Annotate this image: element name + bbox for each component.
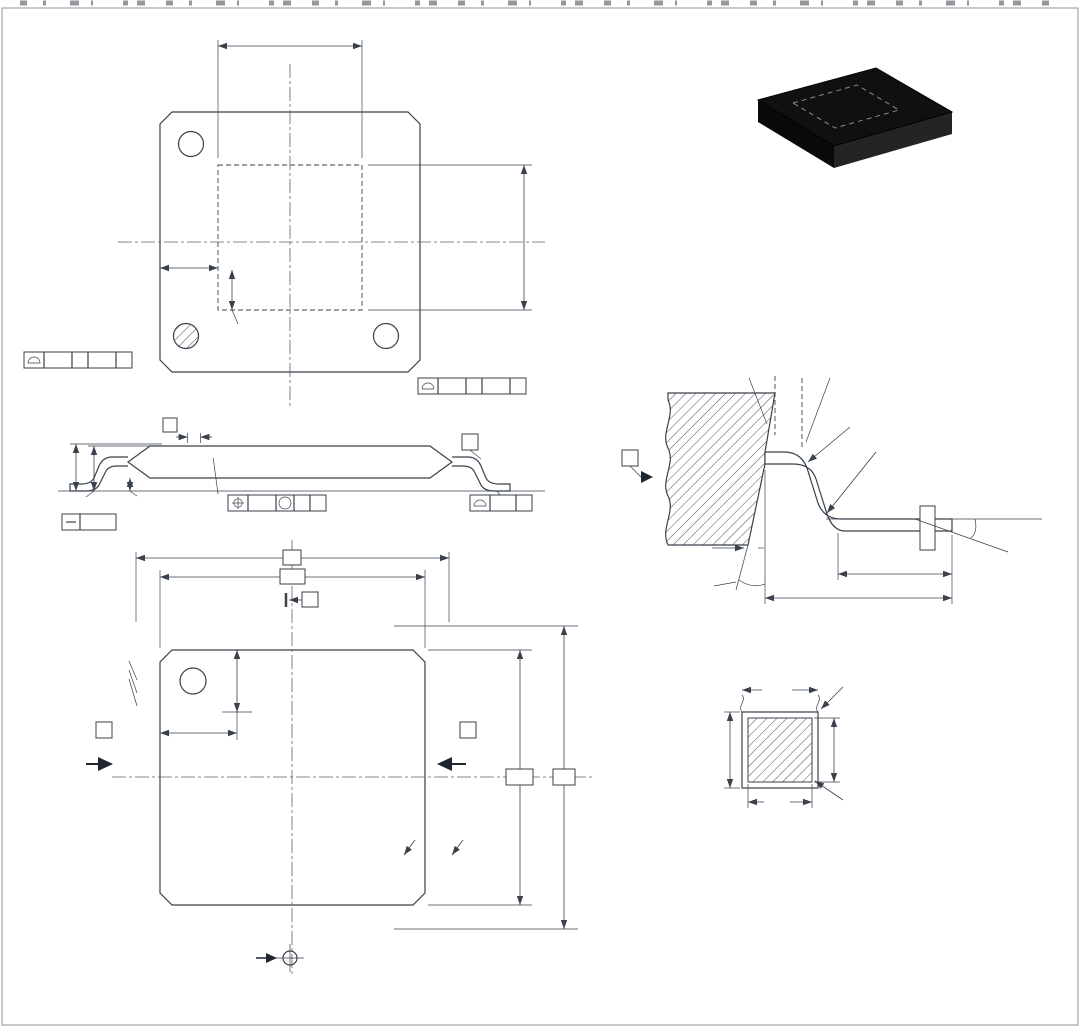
section-b-arrow-icon [437,757,452,771]
molded-body-section [665,392,776,546]
package-body-outline [159,649,426,906]
lead-section [764,451,953,532]
fcf-ddd [227,494,327,512]
package-3d-right-face [834,112,952,168]
package-3d-pad-outline [791,84,901,129]
section-a-arrow-icon [98,757,113,771]
datum-triangle-icon [641,471,653,483]
package-3d-left-face [758,100,834,168]
left-lead [69,456,128,492]
side-view-drawing [58,417,545,531]
package-3d-render [756,67,954,168]
fcf-bbb [417,377,527,395]
base-metal-core [747,717,813,783]
body-profile [126,445,454,479]
profile-symbol-icon [421,382,435,390]
fcf-aaa [23,351,133,369]
corner-mark [177,130,205,158]
section-bb-drawing [724,686,844,808]
profile-symbol-icon [473,499,487,507]
bottom-view-drawing [23,40,545,406]
right-lead [452,456,511,492]
profile-symbol-icon [27,356,41,364]
top-view-drawing [86,540,592,974]
fcf-ccc [469,490,533,512]
section-aa-drawing [621,376,1042,604]
corner-mark [372,322,400,350]
position-target-icon [256,944,304,972]
fcf-straightness [61,513,117,531]
package-3d-top-face [756,67,954,147]
corner-mark-hatched [172,322,200,350]
position-symbol-icon [232,497,244,509]
pin1-indicator [179,667,207,695]
page-border [1,7,1079,1026]
mmc-symbol-icon [278,496,292,510]
